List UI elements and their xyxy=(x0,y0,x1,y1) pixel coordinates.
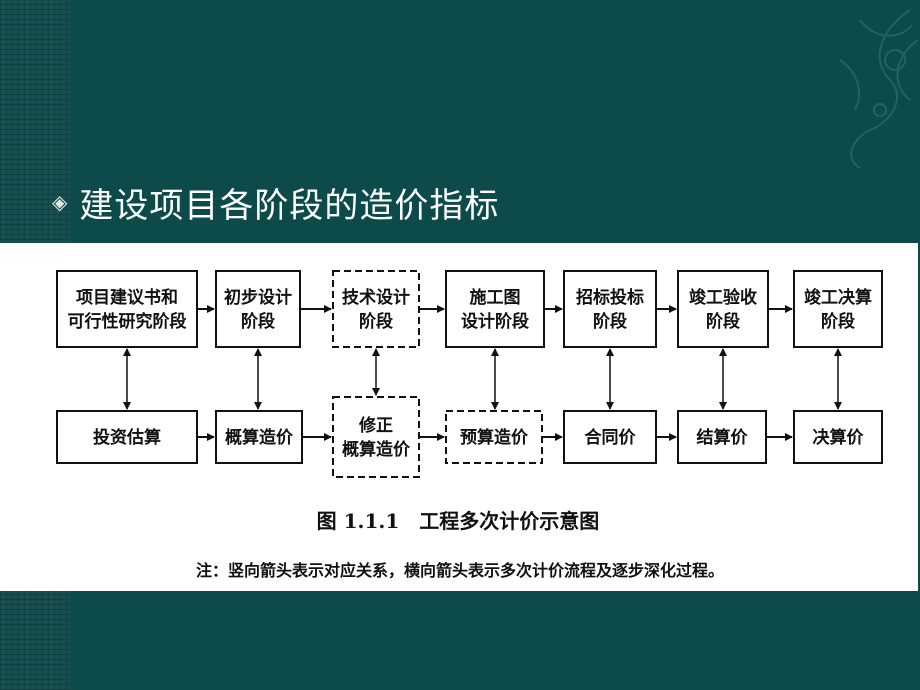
stage-box-1-label: 项目建议书和 xyxy=(76,287,178,308)
stage-box-4-label: 施工图 xyxy=(470,287,521,308)
stage-box-7-frame xyxy=(793,270,883,348)
price-box-1-frame xyxy=(56,410,198,464)
stage-box-3-label: 技术设计 xyxy=(342,287,410,308)
stage-box-4-frame xyxy=(445,270,545,348)
figure-note: 注：竖向箭头表示对应关系，横向箭头表示多次计价流程及逐步深化过程。 xyxy=(196,561,724,580)
stage-box-7-label: 竣工决算 xyxy=(804,287,872,308)
price-box-1-label: 投资估算 xyxy=(93,427,161,448)
diamond-bullet-icon: ◈ xyxy=(52,190,68,214)
stage-box-1-frame xyxy=(56,270,198,348)
stage-box-1-label: 可行性研究阶段 xyxy=(68,311,187,332)
slide-title: 建设项目各阶段的造价指标 xyxy=(79,185,500,226)
price-box-7-label: 决算价 xyxy=(813,427,865,448)
stage-box-6-label: 阶段 xyxy=(706,311,740,332)
price-box-6-frame xyxy=(677,410,767,464)
floral-ornament-icon xyxy=(839,9,919,169)
bullet-row: ◈ 建设项目各阶段的造价指标 xyxy=(52,178,499,226)
price-box-2-label: 概算造价 xyxy=(225,427,294,448)
figure-caption: 图 1.1.1 工程多次计价示意图 xyxy=(317,509,600,533)
price-box-3-label: 概算造价 xyxy=(342,439,411,460)
stage-box-2-label: 阶段 xyxy=(241,311,275,332)
stage-box-2-frame xyxy=(215,270,301,348)
figure-panel: 项目建议书和可行性研究阶段初步设计阶段技术设计阶段施工图设计阶段招标投标阶段竣工… xyxy=(0,243,918,591)
stage-box-3-frame xyxy=(332,270,420,348)
price-box-2-frame xyxy=(215,410,303,464)
price-box-3-frame xyxy=(332,396,420,478)
price-box-7: 决算价 xyxy=(793,410,883,464)
price-box-4: 预算造价 xyxy=(445,410,543,464)
price-box-5-label: 合同价 xyxy=(585,427,637,448)
price-box-5: 合同价 xyxy=(563,410,657,464)
price-box-7-frame xyxy=(793,410,883,464)
stage-box-6-label: 竣工验收 xyxy=(689,287,757,308)
price-box-3-label: 修正 xyxy=(358,415,393,436)
stage-box-3-label: 阶段 xyxy=(359,311,393,332)
price-box-4-frame xyxy=(445,410,543,464)
stage-box-4-label: 设计阶段 xyxy=(461,311,529,332)
price-box-5-frame xyxy=(563,410,657,464)
price-box-6-label: 结算价 xyxy=(697,427,749,448)
price-box-1: 投资估算 xyxy=(56,410,198,464)
multi-pricing-diagram: 项目建议书和可行性研究阶段初步设计阶段技术设计阶段施工图设计阶段招标投标阶段竣工… xyxy=(56,270,883,580)
price-box-2: 概算造价 xyxy=(215,410,303,464)
price-box-6: 结算价 xyxy=(677,410,767,464)
stage-box-2-label: 初步设计 xyxy=(224,287,292,308)
stage-box-7-label: 阶段 xyxy=(821,311,855,332)
price-box-4-label: 预算造价 xyxy=(460,427,529,448)
stage-box-5-frame xyxy=(563,270,657,348)
stage-box-5-label: 招标投标 xyxy=(576,287,644,308)
stage-box-5-label: 阶段 xyxy=(593,311,627,332)
stage-box-6-frame xyxy=(677,270,769,348)
